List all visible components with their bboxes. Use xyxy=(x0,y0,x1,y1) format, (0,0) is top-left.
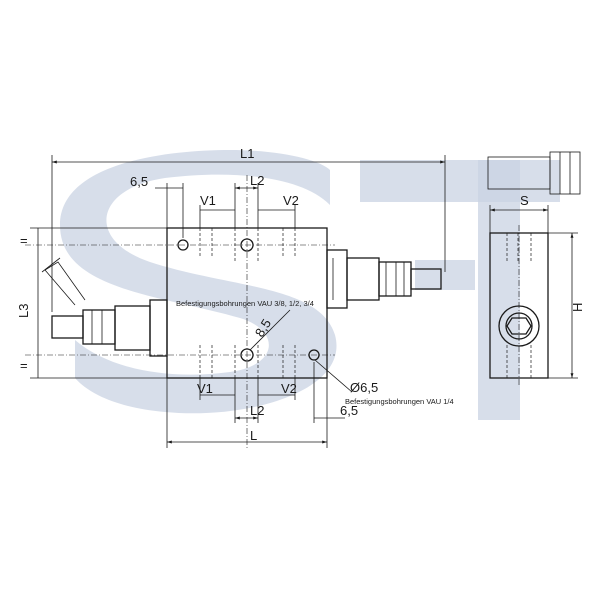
dim-six-five-bottom: 6,5 xyxy=(340,403,358,418)
watermark-logo xyxy=(60,150,560,420)
valve-block-side-view xyxy=(489,225,549,385)
dim-six-five-top: 6,5 xyxy=(130,174,148,189)
dim-l: L xyxy=(250,428,257,443)
dim-v1-bottom: V1 xyxy=(197,381,213,396)
dimension-lines xyxy=(30,155,578,448)
dim-hole-dia: Ø6,5 xyxy=(350,380,378,395)
right-cartridge-fitting xyxy=(326,249,442,309)
note-mounting-holes-large: Befestigungsbohrungen VAU 3/8, 1/2, 3/4 xyxy=(176,299,314,308)
dim-l2-bottom: L2 xyxy=(250,403,264,418)
left-cartridge-fitting xyxy=(41,257,168,357)
watermark-t-stem xyxy=(478,160,520,420)
dim-v2-top: V2 xyxy=(283,193,299,208)
note-mounting-holes-small: Befestigungsbohrungen VAU 1/4 xyxy=(345,397,454,406)
dim-eq-bottom: = xyxy=(20,358,28,373)
top-right-plug xyxy=(487,151,581,195)
watermark-s-shape xyxy=(60,150,337,414)
dim-l3: L3 xyxy=(16,304,31,318)
dim-v2-bottom: V2 xyxy=(281,381,297,396)
watermark-t-bar xyxy=(360,160,560,202)
dim-s: S xyxy=(520,193,529,208)
side-port-hex xyxy=(506,317,532,335)
dim-l2-top: L2 xyxy=(250,173,264,188)
dim-h: H xyxy=(570,303,585,312)
dim-v1-top: V1 xyxy=(200,193,216,208)
dim-l1: L1 xyxy=(240,146,254,161)
dim-eq-top: = xyxy=(20,233,28,248)
